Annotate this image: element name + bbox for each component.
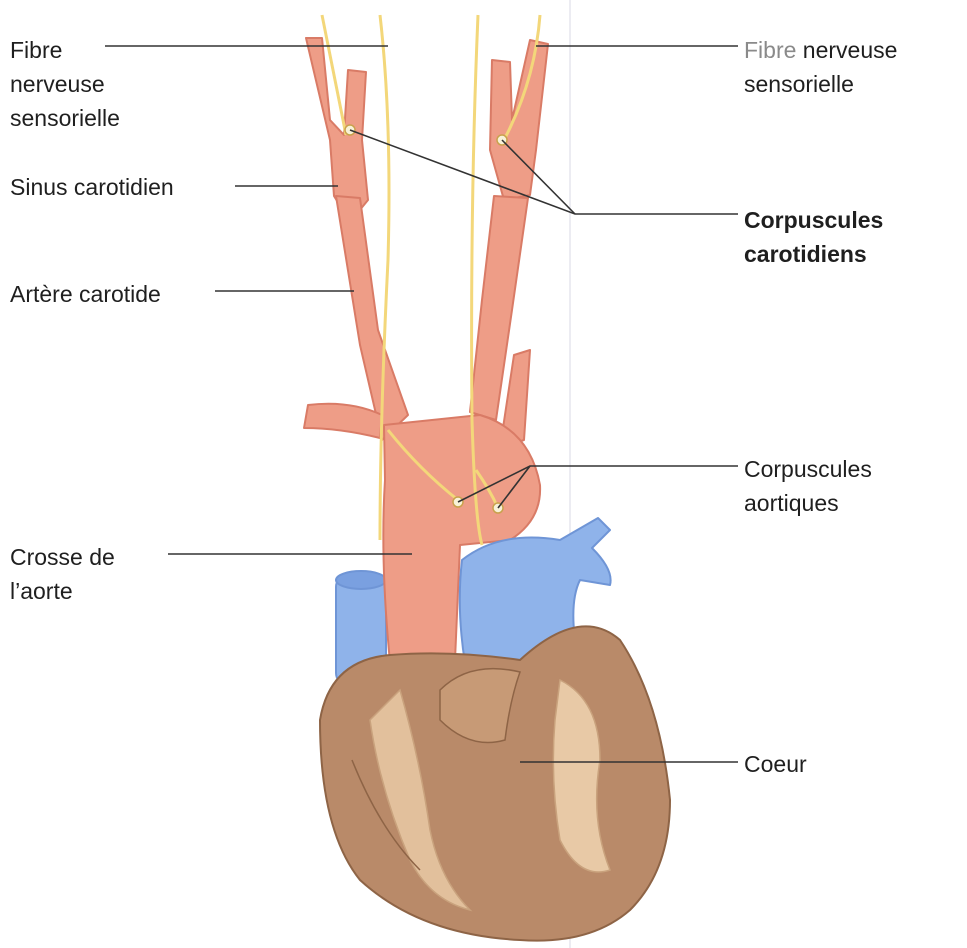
label-line: nerveuse [10,67,120,101]
label-line: Fibre [10,33,120,67]
label-line: Corpuscules [744,203,883,237]
label-corpuscules-aortiques: Corpuscules aortiques [744,452,872,520]
label-line: sensorielle [744,67,897,101]
label-line: Fibre nerveuse [744,33,897,67]
label-corpuscules-carotidiens: Corpuscules carotidiens [744,203,883,271]
label-word: nerveuse [796,37,897,63]
label-word-gray: Fibre [744,37,796,63]
label-crosse-aorte: Crosse de l’aorte [10,540,115,608]
label-line: sensorielle [10,101,120,135]
label-fibre-nerveuse-right: Fibre nerveuse sensorielle [744,33,897,101]
label-sinus-carotidien: Sinus carotidien [10,170,174,204]
label-line: Crosse de [10,540,115,574]
label-line: aortiques [744,486,872,520]
label-coeur: Coeur [744,747,807,781]
label-fibre-nerveuse-left: Fibre nerveuse sensorielle [10,33,120,135]
label-line: l’aorte [10,574,115,608]
label-line: Corpuscules [744,452,872,486]
label-line: carotidiens [744,237,883,271]
label-artere-carotide: Artère carotide [10,277,161,311]
heart [320,626,670,940]
